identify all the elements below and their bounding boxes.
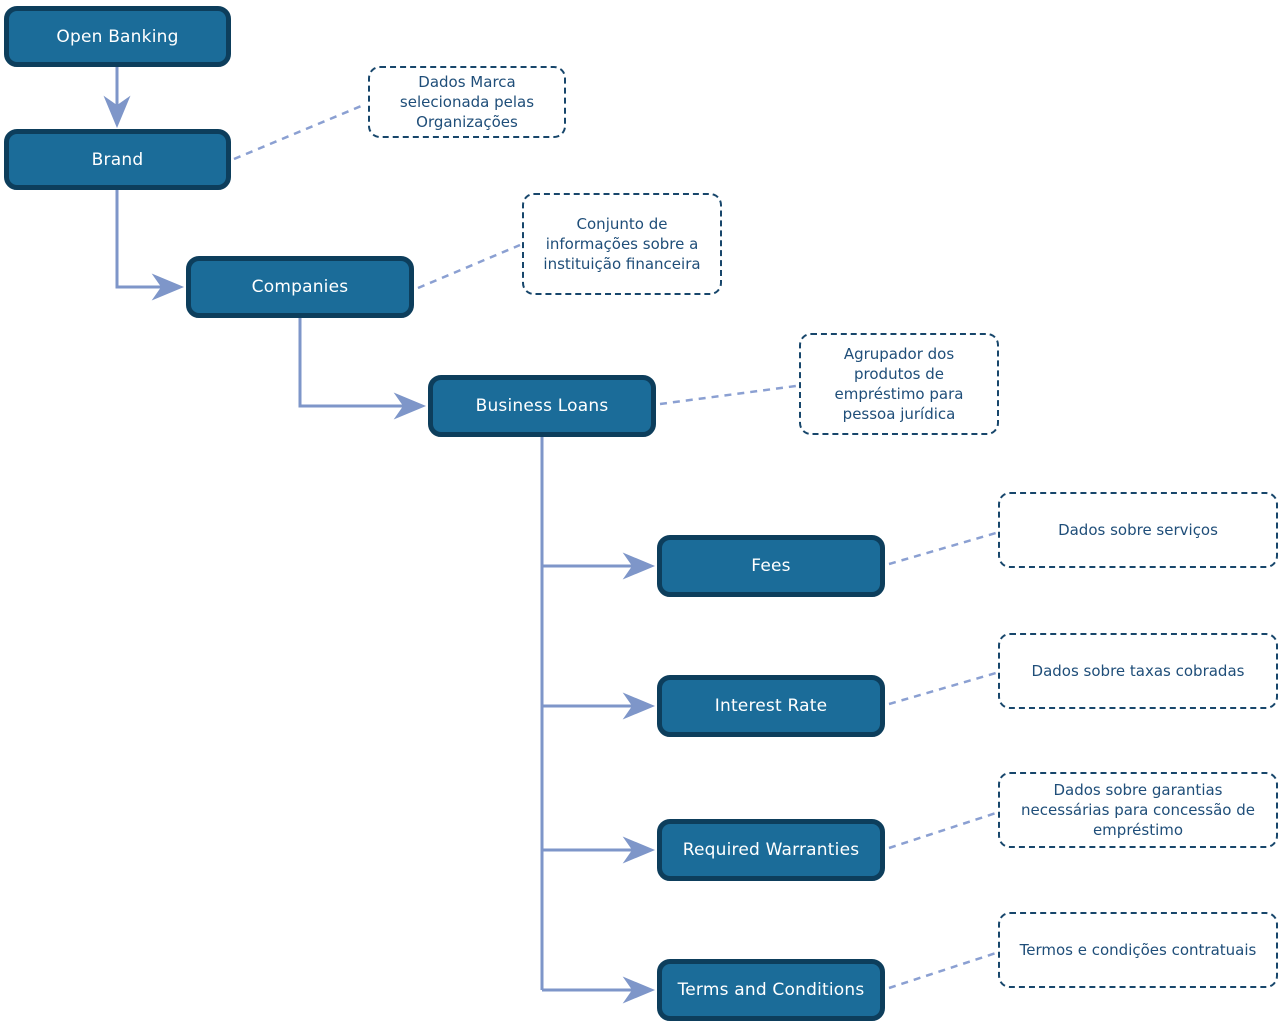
node-terms-and-conditions: Terms and Conditions bbox=[657, 959, 885, 1021]
node-business-loans: Business Loans bbox=[428, 375, 656, 437]
note-interest-rate: Dados sobre taxas cobradas bbox=[998, 633, 1278, 709]
note-fees: Dados sobre serviços bbox=[998, 492, 1278, 568]
note-interest-rate-text: Dados sobre taxas cobradas bbox=[1031, 661, 1245, 680]
note-fees-text: Dados sobre serviços bbox=[1058, 520, 1218, 539]
node-interest-rate-label: Interest Rate bbox=[714, 696, 828, 716]
node-fees-label: Fees bbox=[751, 556, 791, 576]
edge-brand-companies bbox=[115, 190, 185, 301]
note-required-warranties: Dados sobre garantias necessárias para c… bbox=[998, 772, 1278, 848]
note-link-brand bbox=[233, 102, 367, 161]
note-link-interest-rate bbox=[888, 671, 997, 706]
note-link-terms bbox=[888, 951, 997, 990]
note-link-companies bbox=[417, 243, 521, 290]
node-companies: Companies bbox=[186, 256, 414, 318]
note-link-fees bbox=[888, 531, 997, 566]
node-brand-label: Brand bbox=[91, 149, 144, 170]
node-required-warranties-label: Required Warranties bbox=[682, 840, 860, 860]
node-business-loans-label: Business Loans bbox=[475, 396, 609, 416]
note-terms-and-conditions-text: Termos e condições contratuais bbox=[1019, 940, 1257, 959]
node-open-banking: Open Banking bbox=[4, 6, 231, 67]
note-companies: Conjunto de informações sobre a institui… bbox=[522, 193, 722, 295]
note-business-loans: Agrupador dos produtos de empréstimo par… bbox=[799, 333, 999, 435]
note-terms-and-conditions: Termos e condições contratuais bbox=[998, 912, 1278, 988]
node-required-warranties: Required Warranties bbox=[657, 819, 885, 881]
node-interest-rate: Interest Rate bbox=[657, 675, 885, 737]
note-brand: Dados Marca selecionada pelas Organizaçõ… bbox=[368, 66, 566, 138]
note-brand-text: Dados Marca selecionada pelas Organizaçõ… bbox=[399, 72, 535, 132]
node-terms-and-conditions-label: Terms and Conditions bbox=[677, 980, 865, 1000]
note-link-required-warranties bbox=[888, 811, 997, 850]
edge-companies-businessloans bbox=[298, 318, 427, 420]
node-companies-label: Companies bbox=[251, 277, 349, 297]
note-link-business-loans bbox=[659, 384, 797, 406]
node-brand: Brand bbox=[4, 129, 231, 190]
node-open-banking-label: Open Banking bbox=[56, 26, 179, 47]
node-fees: Fees bbox=[657, 535, 885, 597]
note-business-loans-text: Agrupador dos produtos de empréstimo par… bbox=[834, 344, 964, 424]
note-companies-text: Conjunto de informações sobre a institui… bbox=[543, 214, 701, 274]
note-required-warranties-text: Dados sobre garantias necessárias para c… bbox=[1021, 780, 1255, 840]
